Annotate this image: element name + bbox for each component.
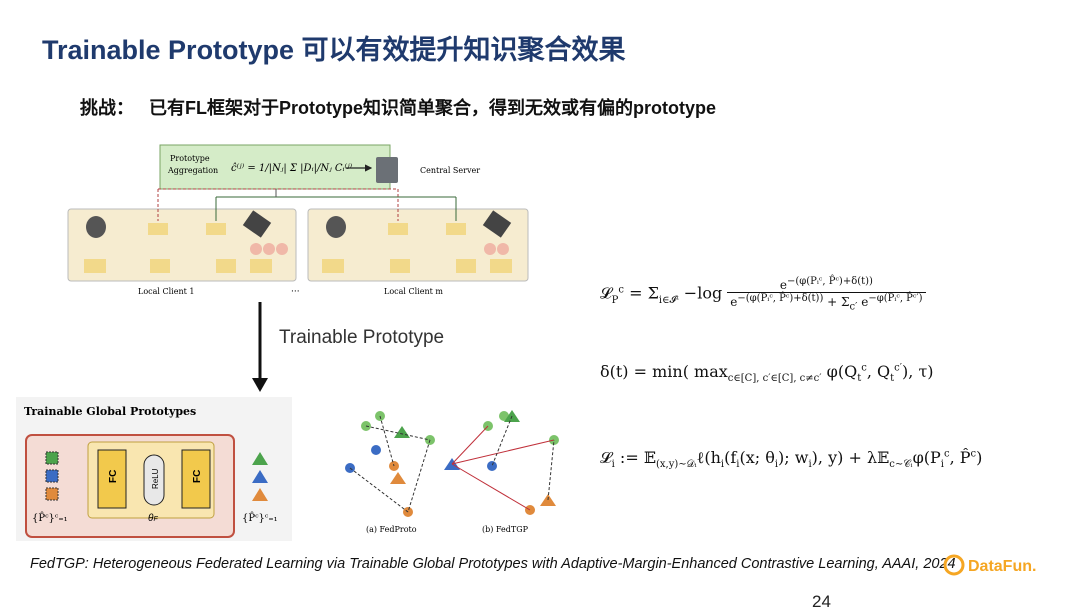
database-icon — [86, 216, 106, 238]
label-tag-icon — [482, 210, 512, 238]
caption-fedproto: (a) FedProto — [366, 525, 417, 534]
down-arrow-icon — [252, 302, 268, 392]
framework-diagram: Prototype Aggregation ĉ⁽ʲ⁾ = 1/|Nⱼ| Σ |D… — [67, 144, 529, 297]
agg-formula: ĉ⁽ʲ⁾ = 1/|Nⱼ| Σ |Dᵢ|/Nⱼ Cᵢ⁽ʲ⁾ — [231, 163, 353, 174]
citation: FedTGP: Heterogeneous Federated Learning… — [30, 556, 956, 572]
server-icon — [376, 157, 398, 183]
fc-label: FC — [192, 470, 203, 483]
logo-text: DataFun. — [968, 558, 1036, 575]
caption-fedtgp: (b) FedTGP — [482, 525, 529, 534]
tgp-diagram: Trainable Global Prototypes FC ReLU FC {… — [16, 397, 292, 541]
local-client-m-label: Local Client m — [384, 287, 443, 296]
datafun-logo: DataFun. — [943, 554, 1036, 576]
svg-text:{P̂ᶜ}ᶜ₌₁: {P̂ᶜ}ᶜ₌₁ — [242, 512, 278, 524]
proto-agg-label: Prototype — [170, 154, 210, 163]
margin-equation: δ(t) = min( maxc∈[C], c′∈[C], c≠c′ φ(Qtc… — [600, 362, 934, 385]
loss-prototype-equation: 𝓛Pc = Σi∈𝓘ᵗ −log e−(φ(Pᵢᶜ, P̂ᶜ)+δ(t))e−(… — [600, 276, 926, 312]
theta-label: θF — [148, 513, 158, 524]
challenge-line: 挑战： 已有FL框架对于Prototype知识简单聚合，得到无效或有偏的prot… — [80, 94, 716, 120]
slide-title: Trainable Prototype 可以有效提升知识聚合效果 — [42, 35, 626, 65]
page-number: 24 — [812, 592, 831, 611]
relu-label: ReLU — [151, 468, 160, 489]
fc-label: FC — [108, 470, 119, 483]
tgp-title: Trainable Global Prototypes — [24, 405, 196, 418]
arrow-label: Trainable Prototype — [279, 327, 445, 348]
ellipsis: ··· — [291, 287, 300, 297]
svg-text:Aggregation: Aggregation — [167, 166, 218, 175]
fedproto-fedtgp-diagram: (a) FedProto (b) FedTGP — [345, 410, 559, 534]
svg-text:{P̂ᶜ}ᶜ₌₁: {P̂ᶜ}ᶜ₌₁ — [32, 512, 68, 524]
database-icon — [326, 216, 346, 238]
label-tag-icon — [242, 210, 272, 238]
challenge-label: 挑战： — [80, 98, 134, 118]
client-loss-equation: 𝓛i := 𝔼(x,y)∼𝒟ᵢℓ(hi(fi(x; θi); wi), y) +… — [600, 448, 983, 471]
central-server-label: Central Server — [420, 166, 480, 175]
local-client-1-label: Local Client 1 — [138, 287, 194, 296]
challenge-text: 已有FL框架对于Prototype知识简单聚合，得到无效或有偏的prototyp… — [149, 98, 717, 118]
